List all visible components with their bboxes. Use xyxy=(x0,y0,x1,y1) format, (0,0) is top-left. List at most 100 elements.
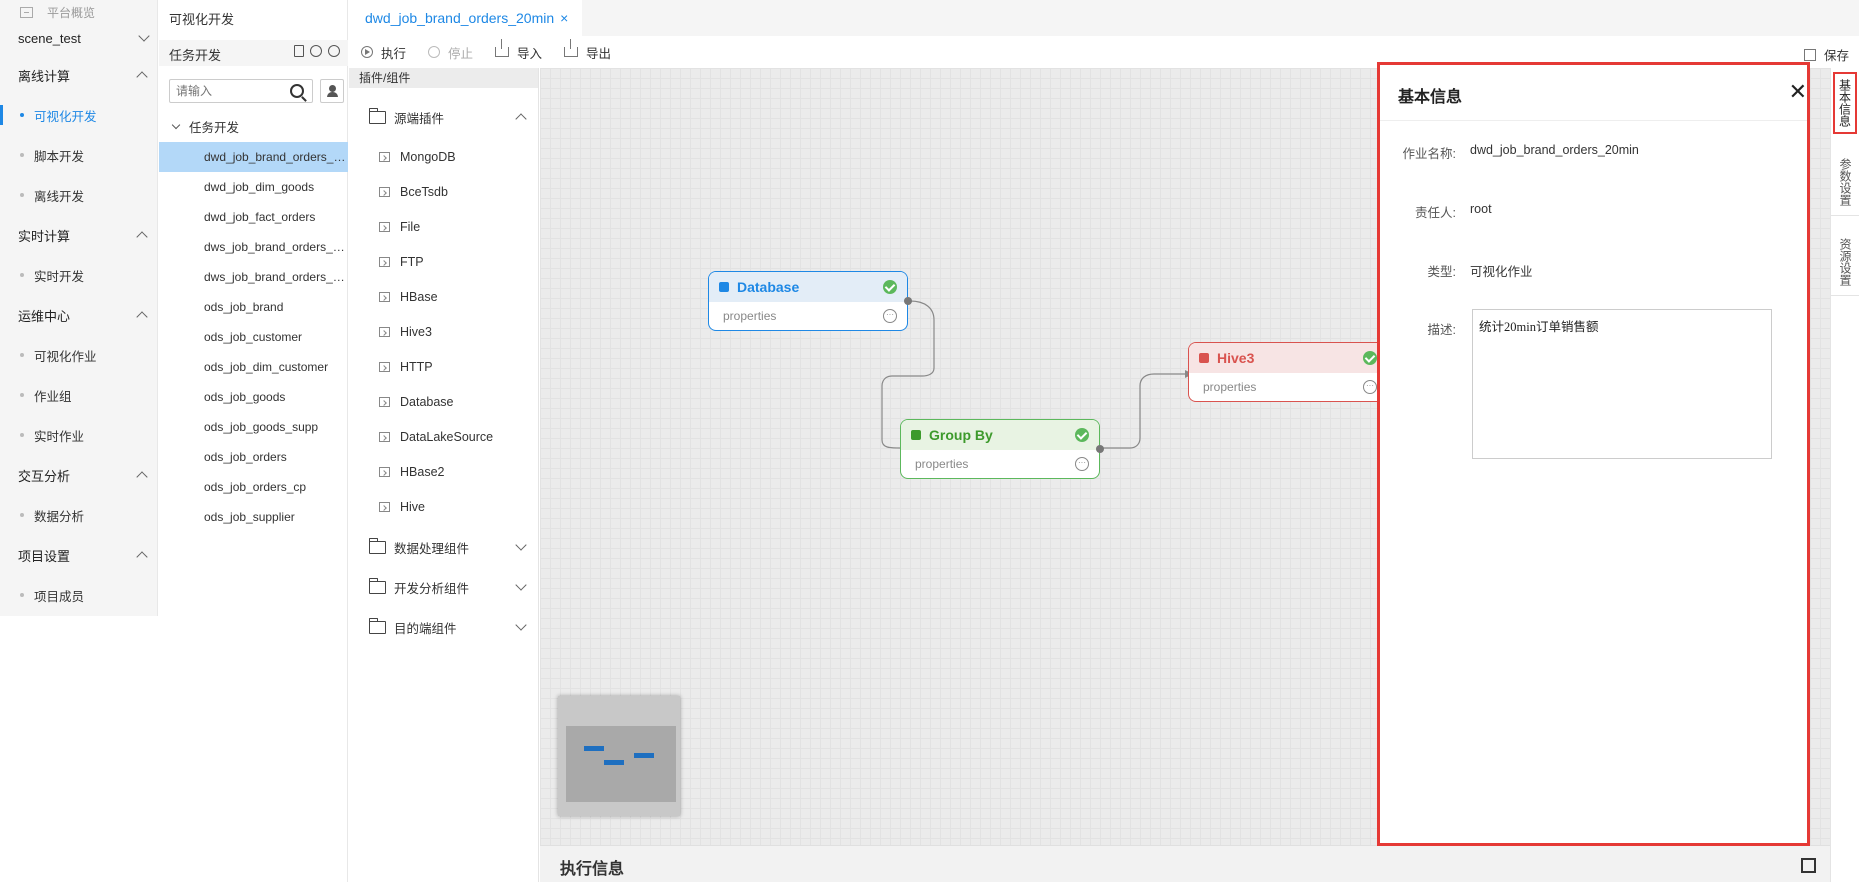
vtab-resources[interactable]: 资源设置 xyxy=(1831,228,1859,296)
node-database[interactable]: Database properties ··· xyxy=(708,271,912,331)
nav-item-members[interactable]: 项目成员 xyxy=(20,585,84,605)
maximize-icon[interactable] xyxy=(1801,858,1816,873)
output-port[interactable] xyxy=(1096,445,1104,453)
sync-icon[interactable] xyxy=(310,45,322,57)
list-item[interactable]: ods_job_goods_supp xyxy=(204,420,319,434)
plugin-item[interactable]: HTTP xyxy=(379,358,433,376)
nav-item-label: 实时作业 xyxy=(34,429,85,444)
list-item[interactable]: ods_job_supplier xyxy=(204,510,295,524)
nav-item-label: 离线开发 xyxy=(34,189,85,204)
close-icon[interactable]: ✕ xyxy=(1788,79,1807,104)
plugin-label: DataLakeSource xyxy=(400,430,494,444)
vtab-basic-info[interactable]: 基本信息 xyxy=(1833,72,1857,134)
project-name: scene_test xyxy=(18,30,81,46)
list-item[interactable]: ods_job_orders_cp xyxy=(204,480,307,494)
new-file-icon[interactable] xyxy=(294,45,304,57)
upload-icon xyxy=(564,39,579,57)
export-button[interactable]: 导出 xyxy=(564,39,611,62)
field-value: root xyxy=(1470,202,1492,216)
category-analysis[interactable]: 开发分析组件 xyxy=(368,576,529,598)
node-props-label: properties xyxy=(1203,380,1257,394)
plugin-item[interactable]: Database xyxy=(379,393,454,411)
nav-item-visual-dev[interactable]: 可视化开发 xyxy=(20,105,97,125)
nav-item-job-groups[interactable]: 作业组 xyxy=(20,385,72,405)
list-item[interactable]: dws_job_brand_orders_20min xyxy=(204,240,348,254)
nav-item-data-analysis[interactable]: 数据分析 xyxy=(20,505,84,525)
save-button[interactable]: 保存 xyxy=(1803,45,1849,64)
edge-groupby-hive3 xyxy=(1102,373,1185,449)
more-icon[interactable]: ··· xyxy=(883,309,897,323)
list-item[interactable]: ods_job_orders xyxy=(204,450,287,464)
nav-group-settings[interactable]: 项目设置 xyxy=(18,545,150,565)
nav-group-realtime[interactable]: 实时计算 xyxy=(18,225,150,245)
nav-item-offline-dev[interactable]: 离线开发 xyxy=(20,185,84,205)
more-icon[interactable]: ··· xyxy=(1363,380,1377,394)
vtab-params[interactable]: 参数设置 xyxy=(1831,148,1859,216)
nav-group-offline[interactable]: 离线计算 xyxy=(18,65,150,85)
refresh-icon[interactable] xyxy=(328,45,340,57)
nav-overview[interactable]: 平台概览 xyxy=(20,4,95,20)
plugin-item[interactable]: File xyxy=(379,218,420,236)
plugin-item[interactable]: Hive xyxy=(379,498,425,516)
plugin-item[interactable]: HBase xyxy=(379,288,438,306)
list-item[interactable]: dws_job_brand_orders_daily xyxy=(204,270,348,284)
nav-item-realtime-dev[interactable]: 实时开发 xyxy=(20,265,84,285)
terminal-icon xyxy=(379,467,390,477)
plugin-item[interactable]: HBase2 xyxy=(379,463,444,481)
list-item[interactable]: dwd_job_brand_orders_20min xyxy=(159,142,348,172)
dot-icon xyxy=(20,273,24,277)
task-panel: 可视化开发 任务开发 任务开发 dwd_job_brand_orders_20m… xyxy=(159,0,348,882)
output-port[interactable] xyxy=(904,297,912,305)
dot-icon xyxy=(20,113,24,117)
list-item[interactable]: dwd_job_dim_goods xyxy=(204,180,315,194)
user-icon xyxy=(329,85,336,92)
field-value: dwd_job_brand_orders_20min xyxy=(1470,143,1639,157)
run-button[interactable]: 执行 xyxy=(361,43,406,62)
folder-icon xyxy=(368,617,386,634)
nav-item-realtime-jobs[interactable]: 实时作业 xyxy=(20,425,84,445)
more-icon[interactable]: ··· xyxy=(1075,457,1089,471)
category-source[interactable]: 源端插件 xyxy=(368,106,529,128)
plugin-label: File xyxy=(400,220,421,234)
plugin-item[interactable]: Hive3 xyxy=(379,323,432,341)
stop-label: 停止 xyxy=(448,46,474,61)
folder-icon xyxy=(368,537,386,554)
tab-job[interactable]: dwd_job_brand_orders_20min × xyxy=(349,0,583,36)
stop-button[interactable]: 停止 xyxy=(428,43,473,62)
plugin-item[interactable]: BceTsdb xyxy=(379,183,448,201)
plugin-item[interactable]: DataLakeSource xyxy=(379,428,493,446)
task-section-label: 任务开发 xyxy=(169,48,222,63)
import-button[interactable]: 导入 xyxy=(495,39,542,62)
task-search-input[interactable] xyxy=(170,80,280,102)
field-job-name: 作业名称: dwd_job_brand_orders_20min xyxy=(1380,143,1810,162)
category-target[interactable]: 目的端组件 xyxy=(368,616,529,638)
list-item[interactable]: ods_job_brand xyxy=(204,300,284,314)
list-item[interactable]: ods_job_dim_customer xyxy=(204,360,329,374)
node-hive3[interactable]: Hive3 properties ··· xyxy=(1188,342,1388,402)
description-textarea[interactable]: 统计20min订单销售额 xyxy=(1472,309,1772,459)
toolbar: 执行 停止 导入 导出 保存 xyxy=(349,36,1859,68)
plugin-item[interactable]: MongoDB xyxy=(379,148,456,166)
tree-root[interactable]: 任务开发 xyxy=(171,117,239,135)
search-icon[interactable] xyxy=(290,84,304,98)
list-item[interactable]: dwd_job_fact_orders xyxy=(204,210,316,224)
list-item[interactable]: ods_job_customer xyxy=(204,330,303,344)
task-tools xyxy=(294,45,340,57)
nav-item-script-dev[interactable]: 脚本开发 xyxy=(20,145,84,165)
user-filter-button[interactable] xyxy=(320,79,344,103)
save-label: 保存 xyxy=(1823,49,1849,63)
project-select[interactable]: scene_test xyxy=(18,28,152,48)
tab-bar: dwd_job_brand_orders_20min × xyxy=(349,0,1859,36)
nav-item-visual-jobs[interactable]: 可视化作业 xyxy=(20,345,97,365)
category-processing[interactable]: 数据处理组件 xyxy=(368,536,529,558)
nav-group-ops[interactable]: 运维中心 xyxy=(18,305,150,325)
minimap[interactable] xyxy=(558,696,680,816)
minimap-node xyxy=(584,746,604,751)
list-item[interactable]: ods_job_goods xyxy=(204,390,286,404)
nav-group-analysis[interactable]: 交互分析 xyxy=(18,465,150,485)
node-groupby[interactable]: Group By properties ··· xyxy=(900,419,1104,479)
nav-item-label: 脚本开发 xyxy=(34,149,85,164)
plugin-item[interactable]: FTP xyxy=(379,253,424,271)
right-vertical-tabs: 基本信息 参数设置 资源设置 xyxy=(1830,68,1859,882)
close-icon[interactable]: × xyxy=(560,10,569,26)
